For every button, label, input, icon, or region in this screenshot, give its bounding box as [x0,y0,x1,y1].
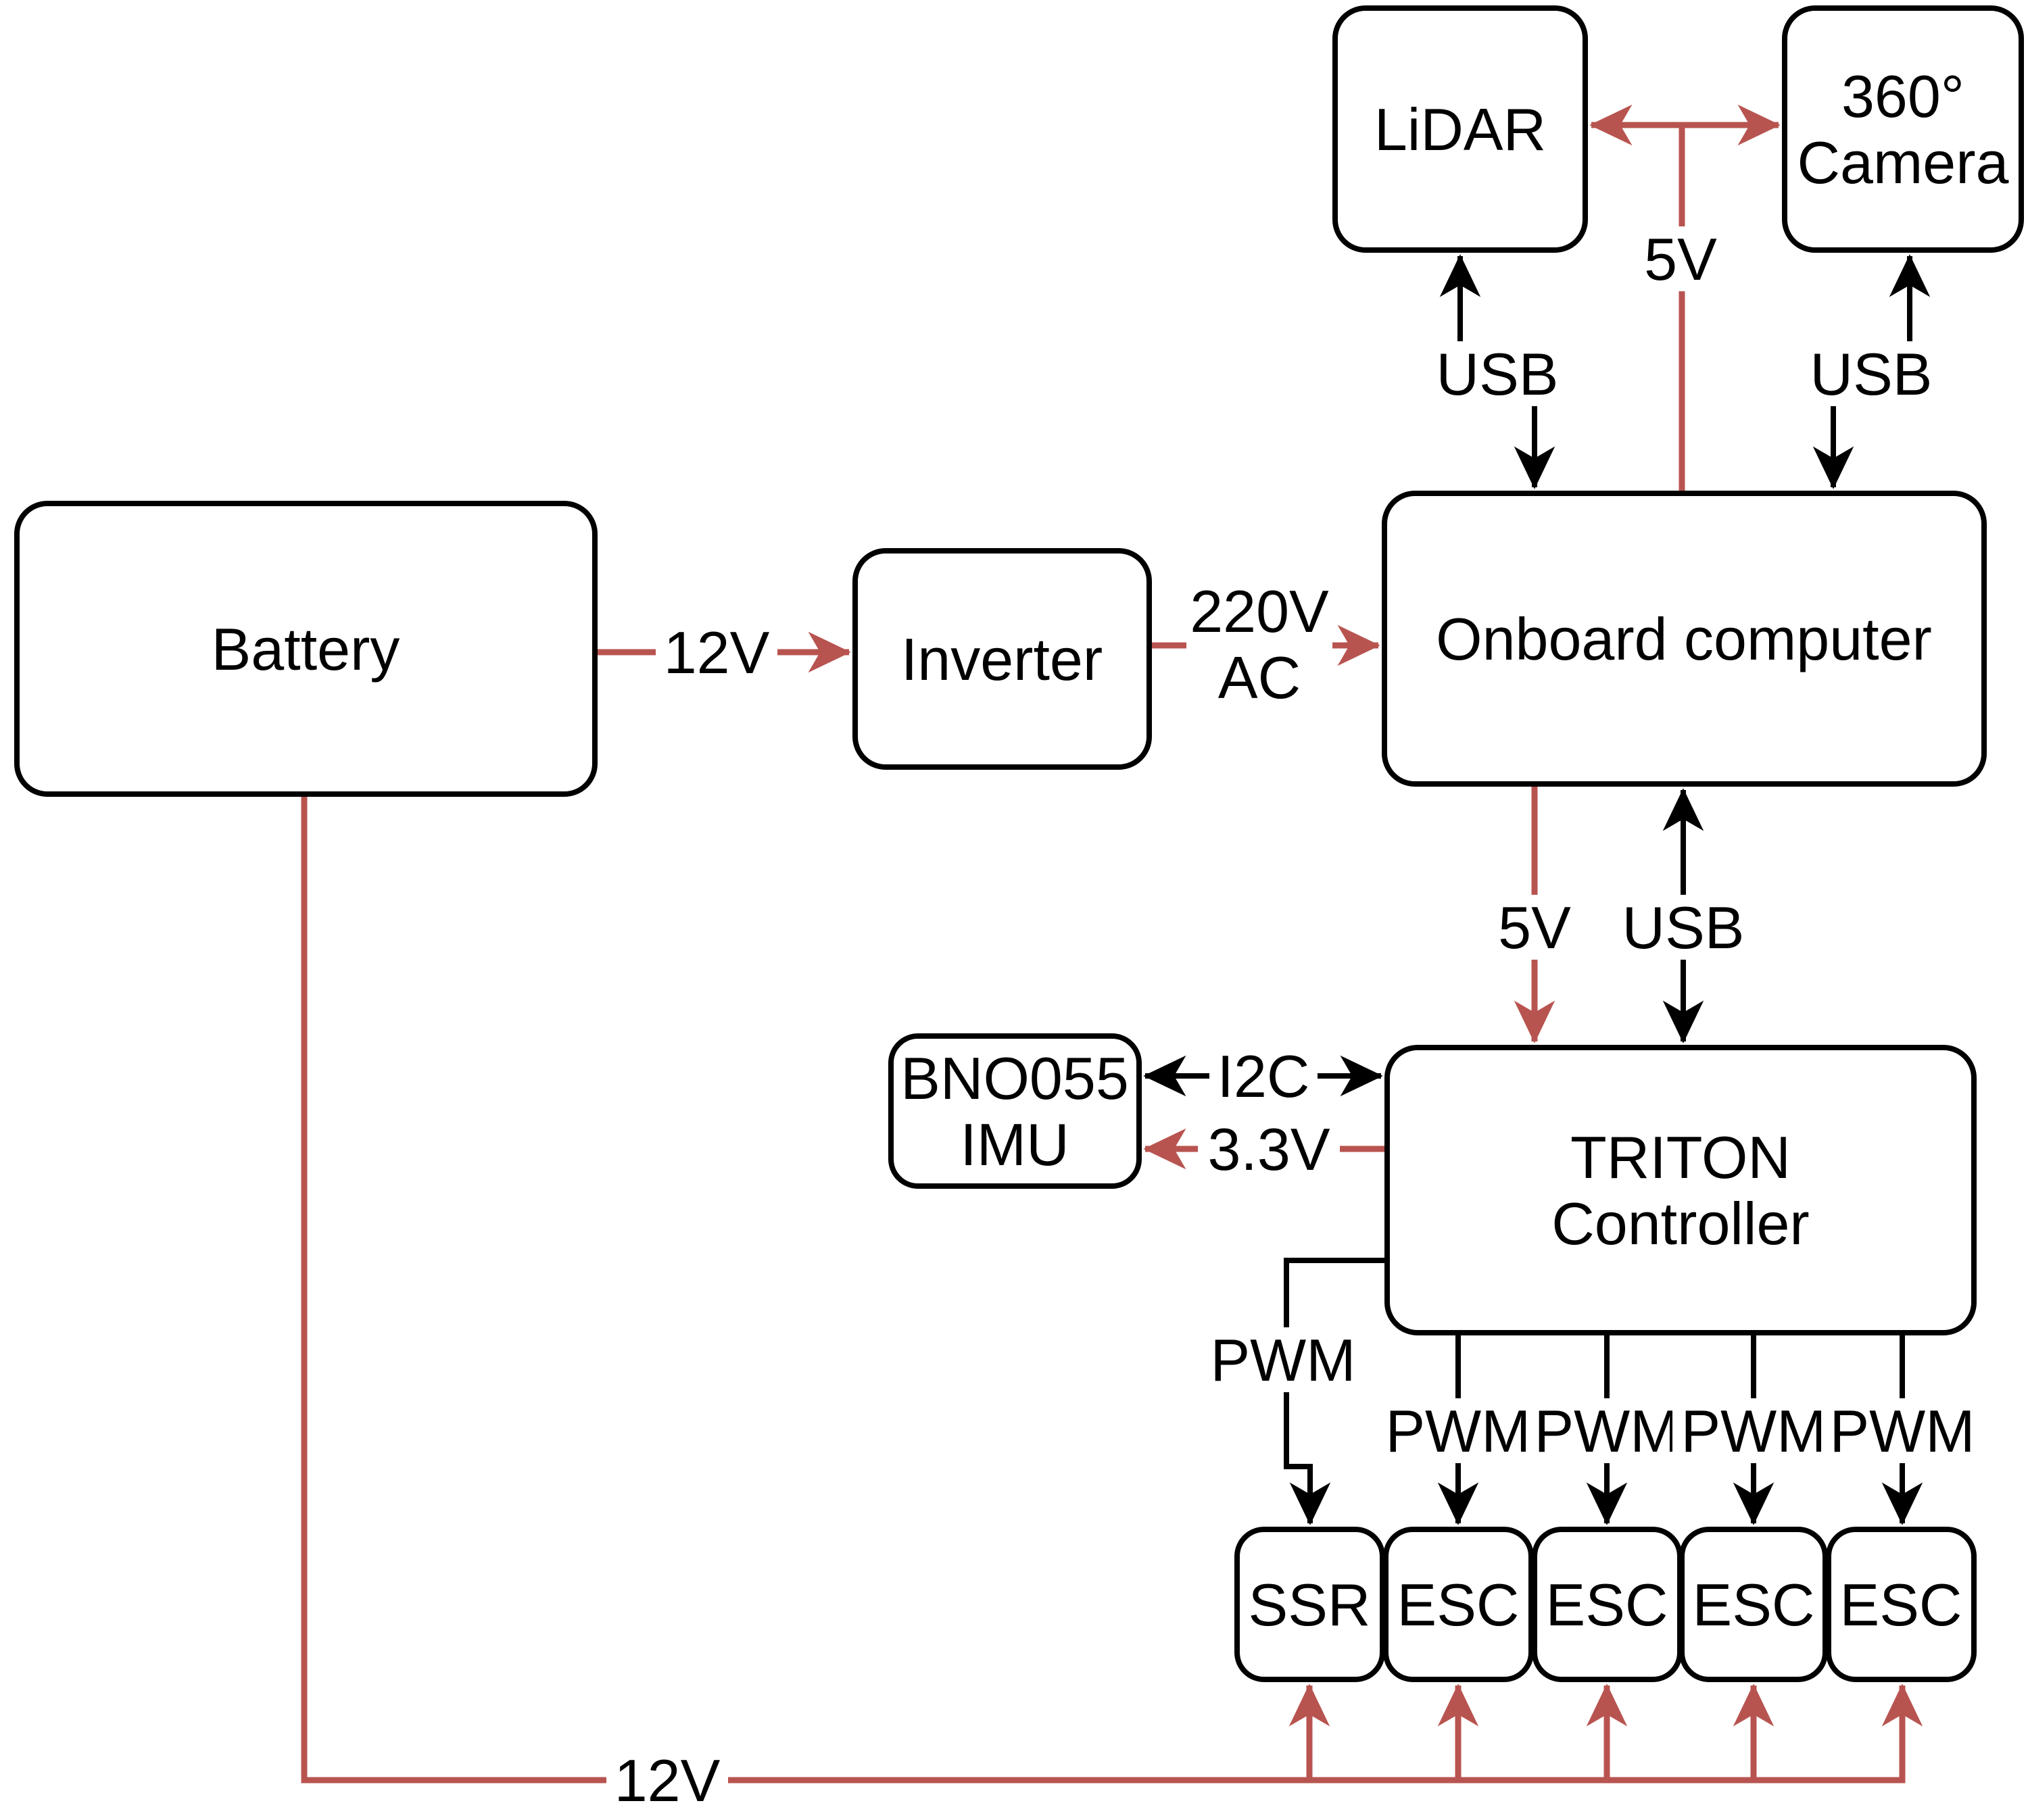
onboard-computer-box [1382,491,1987,787]
label-bg [656,620,777,685]
label-i2c: I2C [1217,1043,1310,1110]
edge-label-5v-triton: 5V [1490,894,1579,961]
triton-label-line1: TRITON [1570,1124,1791,1191]
battery-box [14,501,598,797]
edge-label-220v-ac: 220V AC [1186,574,1332,711]
label-bg [1198,1116,1340,1181]
esc1-label: ESC [1397,1571,1520,1638]
edge-label-5v-sensors: 5V [1636,226,1725,293]
label-pwm: PWM [1385,1398,1530,1465]
label-12v: 12V [614,1747,721,1814]
esc3-label: ESC [1693,1571,1815,1638]
edge-label-pwm-ssr: PWM [1199,1327,1368,1394]
label-3.3v: 3.3V [1207,1116,1330,1183]
label-pwm: PWM [1210,1327,1355,1394]
imu-label-line1: BNO055 [900,1045,1129,1112]
edge-label-usb-triton: USB [1609,894,1758,961]
node-bno055-imu: BNO055 IMU [888,1033,1142,1189]
label-bg [1186,574,1332,710]
esc1-box [1383,1527,1534,1682]
onboard-computer-label: Onboard computer [1436,606,1932,672]
edge-battery-12v-bus [301,794,1923,1784]
edge-label-pwm-esc2: PWM [1526,1398,1688,1465]
label-bg [1209,1043,1318,1108]
node-ssr: SSR [1234,1527,1385,1682]
node-inverter: Inverter [852,548,1152,770]
triton-label-line2: Controller [1551,1190,1809,1257]
label-usb: USB [1810,341,1933,408]
label-ac: AC [1218,644,1301,711]
inverter-label: Inverter [901,626,1103,693]
edge-label-3v3: 3.3V [1198,1116,1340,1183]
edge-label-usb-lidar: USB [1423,341,1572,408]
node-triton-controller: TRITON Controller [1384,1045,1977,1335]
label-pwm: PWM [1829,1398,1975,1465]
node-esc-2: ESC [1532,1527,1683,1682]
camera-label-line2: Camera [1797,129,2009,196]
node-esc-3: ESC [1679,1527,1828,1682]
imu-label-line2: IMU [960,1111,1069,1178]
label-5v: 5V [1498,894,1571,961]
label-bg [1490,895,1579,960]
node-onboard-computer: Onboard computer [1382,491,1987,787]
triton-box [1384,1045,1977,1335]
edge-label-pwm-esc4: PWM [1821,1398,1983,1465]
esc3-box [1679,1527,1828,1682]
edge-label-usb-camera: USB [1797,341,1946,408]
label-pwm: PWM [1534,1398,1679,1465]
node-lidar: LiDAR [1332,5,1588,253]
edge-label-pwm-esc3: PWM [1672,1398,1835,1465]
label-bg [606,1748,728,1813]
label-bg [1377,1398,1539,1463]
edge-label-i2c: I2C [1209,1043,1318,1110]
esc4-box [1826,1527,1977,1682]
label-bg [1423,341,1572,406]
lidar-label: LiDAR [1374,96,1546,163]
label-bg [1609,895,1758,960]
label-usb: USB [1436,341,1559,408]
camera-box [1782,5,2024,253]
esc2-label: ESC [1546,1571,1668,1638]
edge-triton-to-ssr-pwm [1284,1258,1387,1525]
inverter-box [852,548,1152,770]
label-bg [1199,1327,1368,1392]
battery-label: Battery [212,616,400,683]
lidar-box [1332,5,1588,253]
node-360-camera: 360° Camera [1782,5,2024,253]
label-220v: 220V [1190,578,1329,645]
edge-label-pwm-esc1: PWM [1377,1398,1539,1465]
label-12v: 12V [664,619,770,686]
edge-label-12v-bus: 12V [606,1747,728,1814]
ssr-box [1234,1527,1385,1682]
node-esc-1: ESC [1383,1527,1534,1682]
camera-label-line1: 360° [1841,63,1964,130]
edge-label-12v-battery-inverter: 12V [656,619,777,686]
label-usb: USB [1622,894,1745,961]
imu-box [888,1033,1142,1189]
esc4-label: ESC [1840,1571,1962,1638]
label-bg [1672,1398,1835,1463]
label-bg [1821,1398,1983,1463]
node-esc-4: ESC [1826,1527,1977,1682]
node-battery: Battery [14,501,598,797]
label-pwm: PWM [1681,1398,1826,1465]
label-bg [1797,341,1946,406]
label-5v: 5V [1644,226,1717,293]
ssr-label: SSR [1249,1571,1371,1638]
label-bg [1636,226,1725,291]
label-bg [1526,1398,1688,1463]
